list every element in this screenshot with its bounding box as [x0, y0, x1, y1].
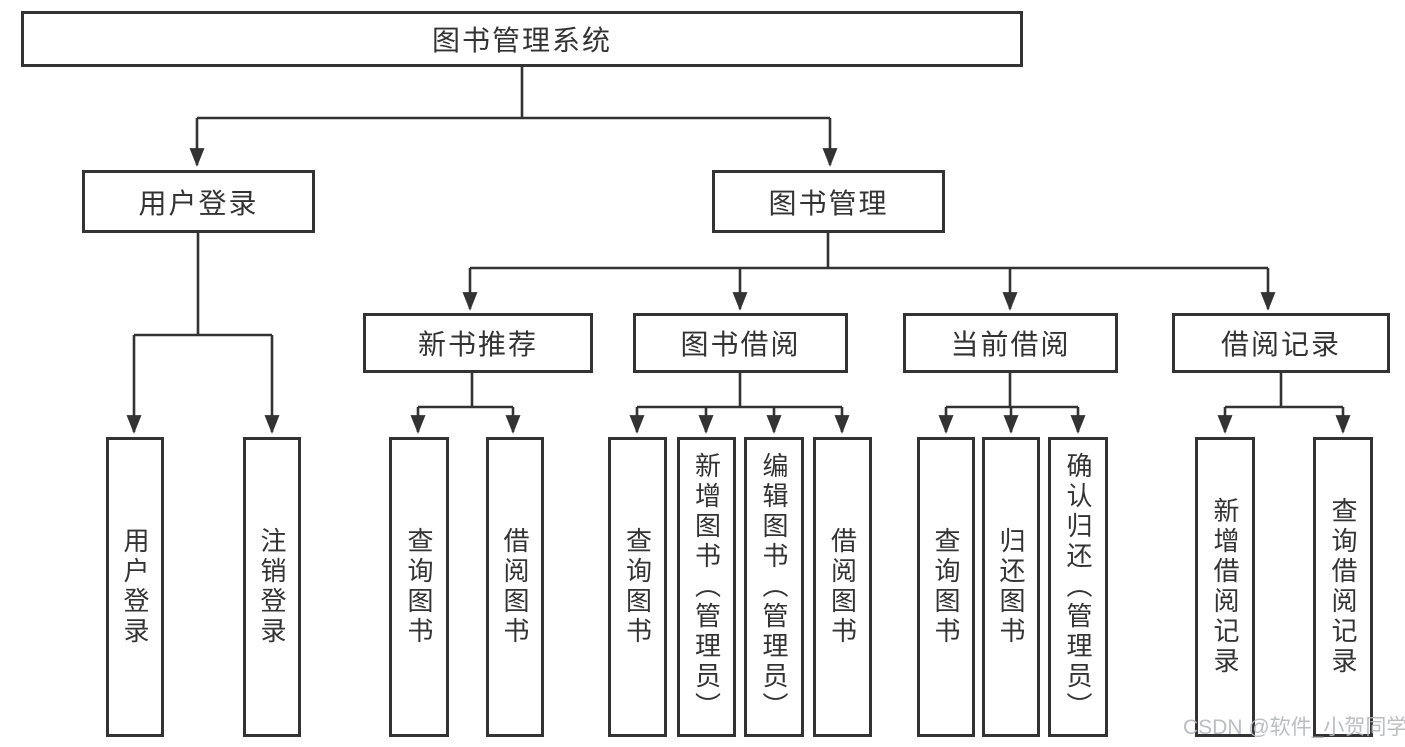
leaf-label: 借阅图书 — [500, 527, 530, 647]
leaf-label: 注销登录 — [257, 527, 287, 647]
node-label: 图书借阅 — [680, 329, 801, 360]
node-current-borrowing: 当前借阅 — [903, 313, 1118, 373]
connector-trunks — [134, 66, 1343, 409]
node-book-borrowing: 图书借阅 — [633, 313, 848, 373]
leaf-label: 确认归还（管理员） — [1063, 452, 1093, 722]
leaf-query-borrow-record: 查询借阅记录 — [1313, 437, 1373, 737]
node-borrowing-records: 借阅记录 — [1172, 313, 1390, 373]
leaf-label: 用户登录 — [120, 527, 150, 647]
leaf-query-books-1: 查询图书 — [389, 437, 449, 737]
leaf-logout: 注销登录 — [243, 437, 301, 737]
node-root: 图书管理系统 — [21, 11, 1023, 67]
leaf-return-books: 归还图书 — [982, 437, 1040, 737]
node-label: 当前借阅 — [950, 329, 1071, 360]
leaf-label: 借阅图书 — [827, 527, 858, 647]
leaf-label: 查询图书 — [931, 527, 961, 647]
node-label: 新书推荐 — [417, 329, 538, 360]
leaf-add-book-admin: 新增图书（管理员） — [677, 437, 736, 737]
leaf-label: 新增借阅记录 — [1210, 497, 1240, 677]
leaf-add-borrow-record: 新增借阅记录 — [1195, 437, 1255, 737]
leaf-query-books-3: 查询图书 — [917, 437, 975, 737]
leaf-borrow-books-1: 借阅图书 — [486, 437, 544, 737]
leaf-edit-book-admin: 编辑图书（管理员） — [744, 437, 804, 737]
watermark: CSDN @软件_小贺同学 — [1183, 716, 1405, 739]
leaf-label: 查询图书 — [404, 527, 434, 647]
leaf-borrow-books-2: 借阅图书 — [813, 437, 872, 737]
node-label: 用户登录 — [138, 187, 259, 219]
leaf-confirm-return-admin: 确认归还（管理员） — [1048, 437, 1108, 737]
leaf-label: 新增图书（管理员） — [691, 452, 722, 722]
leaf-label: 查询图书 — [622, 527, 653, 647]
node-label: 图书管理 — [768, 187, 889, 219]
node-new-book-recommendation: 新书推荐 — [363, 313, 593, 373]
leaf-label: 查询借阅记录 — [1328, 497, 1358, 677]
leaf-user-login: 用户登录 — [106, 437, 164, 737]
node-label: 图书管理系统 — [431, 25, 612, 56]
leaf-label: 归还图书 — [996, 527, 1026, 647]
node-book-management: 图书管理 — [712, 170, 945, 233]
leaf-query-books-2: 查询图书 — [608, 437, 667, 737]
node-user-login: 用户登录 — [82, 170, 315, 233]
leaf-label: 编辑图书（管理员） — [759, 452, 789, 722]
node-label: 借阅记录 — [1220, 329, 1341, 360]
